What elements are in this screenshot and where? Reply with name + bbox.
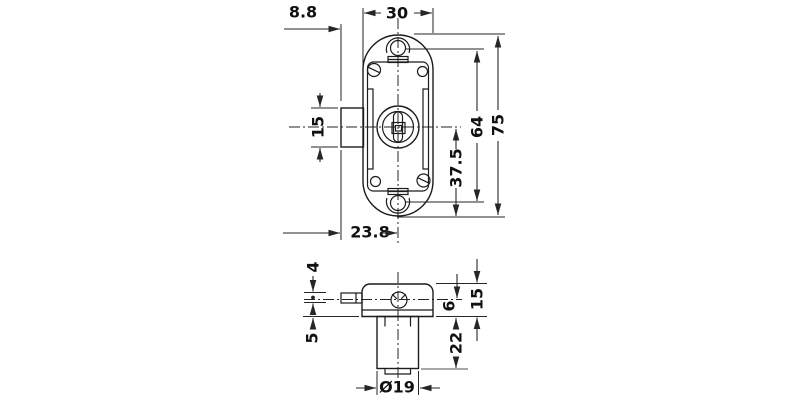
bottom-mounting-hole <box>385 187 411 214</box>
lock-case-outline <box>362 34 434 217</box>
lock-cylinder <box>376 105 420 149</box>
hole-top-right <box>416 65 429 78</box>
keyhole <box>391 111 406 143</box>
dim-label: 4 <box>304 261 323 272</box>
dim-label: 37.5 <box>447 148 466 187</box>
dim-backset: 23.8 <box>283 223 397 242</box>
dim-case-length: 75 <box>489 36 508 215</box>
cylinder-barrel <box>376 315 420 375</box>
dim-barrel-depth: 22 <box>447 318 466 368</box>
top-mounting-hole <box>385 37 411 64</box>
dim-case-depth: 15 <box>468 259 487 341</box>
dim-bolt-height: 15 <box>309 93 328 162</box>
dim-label: 6 <box>440 300 459 311</box>
extension-lines-side <box>303 283 487 395</box>
screw-bottom-right <box>416 173 431 188</box>
dim-center-to-base: 6 <box>440 274 461 312</box>
dim-label: 75 <box>489 114 508 136</box>
side-view: 4 5 6 15 22 Ø19 <box>303 259 487 397</box>
dim-latch-protrusion: 8.8 <box>284 3 340 33</box>
dim-label: 15 <box>309 116 328 138</box>
dim-label: 64 <box>468 116 487 138</box>
dim-label: 23.8 <box>350 223 389 242</box>
dim-label: Ø19 <box>379 378 415 397</box>
dim-bolt-thickness: 4 <box>304 261 323 315</box>
screw-top-left <box>366 62 382 78</box>
dim-label: 15 <box>468 288 487 310</box>
dim-label: 30 <box>386 4 408 23</box>
dim-bolt-to-base: 5 <box>303 318 322 344</box>
dim-label: 22 <box>447 332 466 354</box>
latch-bolt-side <box>340 292 363 304</box>
hole-bottom-left <box>369 175 382 188</box>
centerlines-side <box>304 272 462 382</box>
front-view: 8.8 30 15 23.8 37.5 <box>283 3 508 246</box>
dim-case-width: 30 <box>364 4 432 23</box>
dim-cylinder-to-bottom: 37.5 <box>447 129 466 216</box>
dim-barrel-diameter: Ø19 <box>356 378 440 397</box>
case-screw-hole-side <box>390 291 408 309</box>
lock-case-side <box>361 283 434 318</box>
dim-label: 5 <box>303 332 322 343</box>
dim-hole-spacing: 64 <box>468 51 487 201</box>
extension-lines-front <box>311 8 505 240</box>
dim-label: 8.8 <box>289 3 317 22</box>
